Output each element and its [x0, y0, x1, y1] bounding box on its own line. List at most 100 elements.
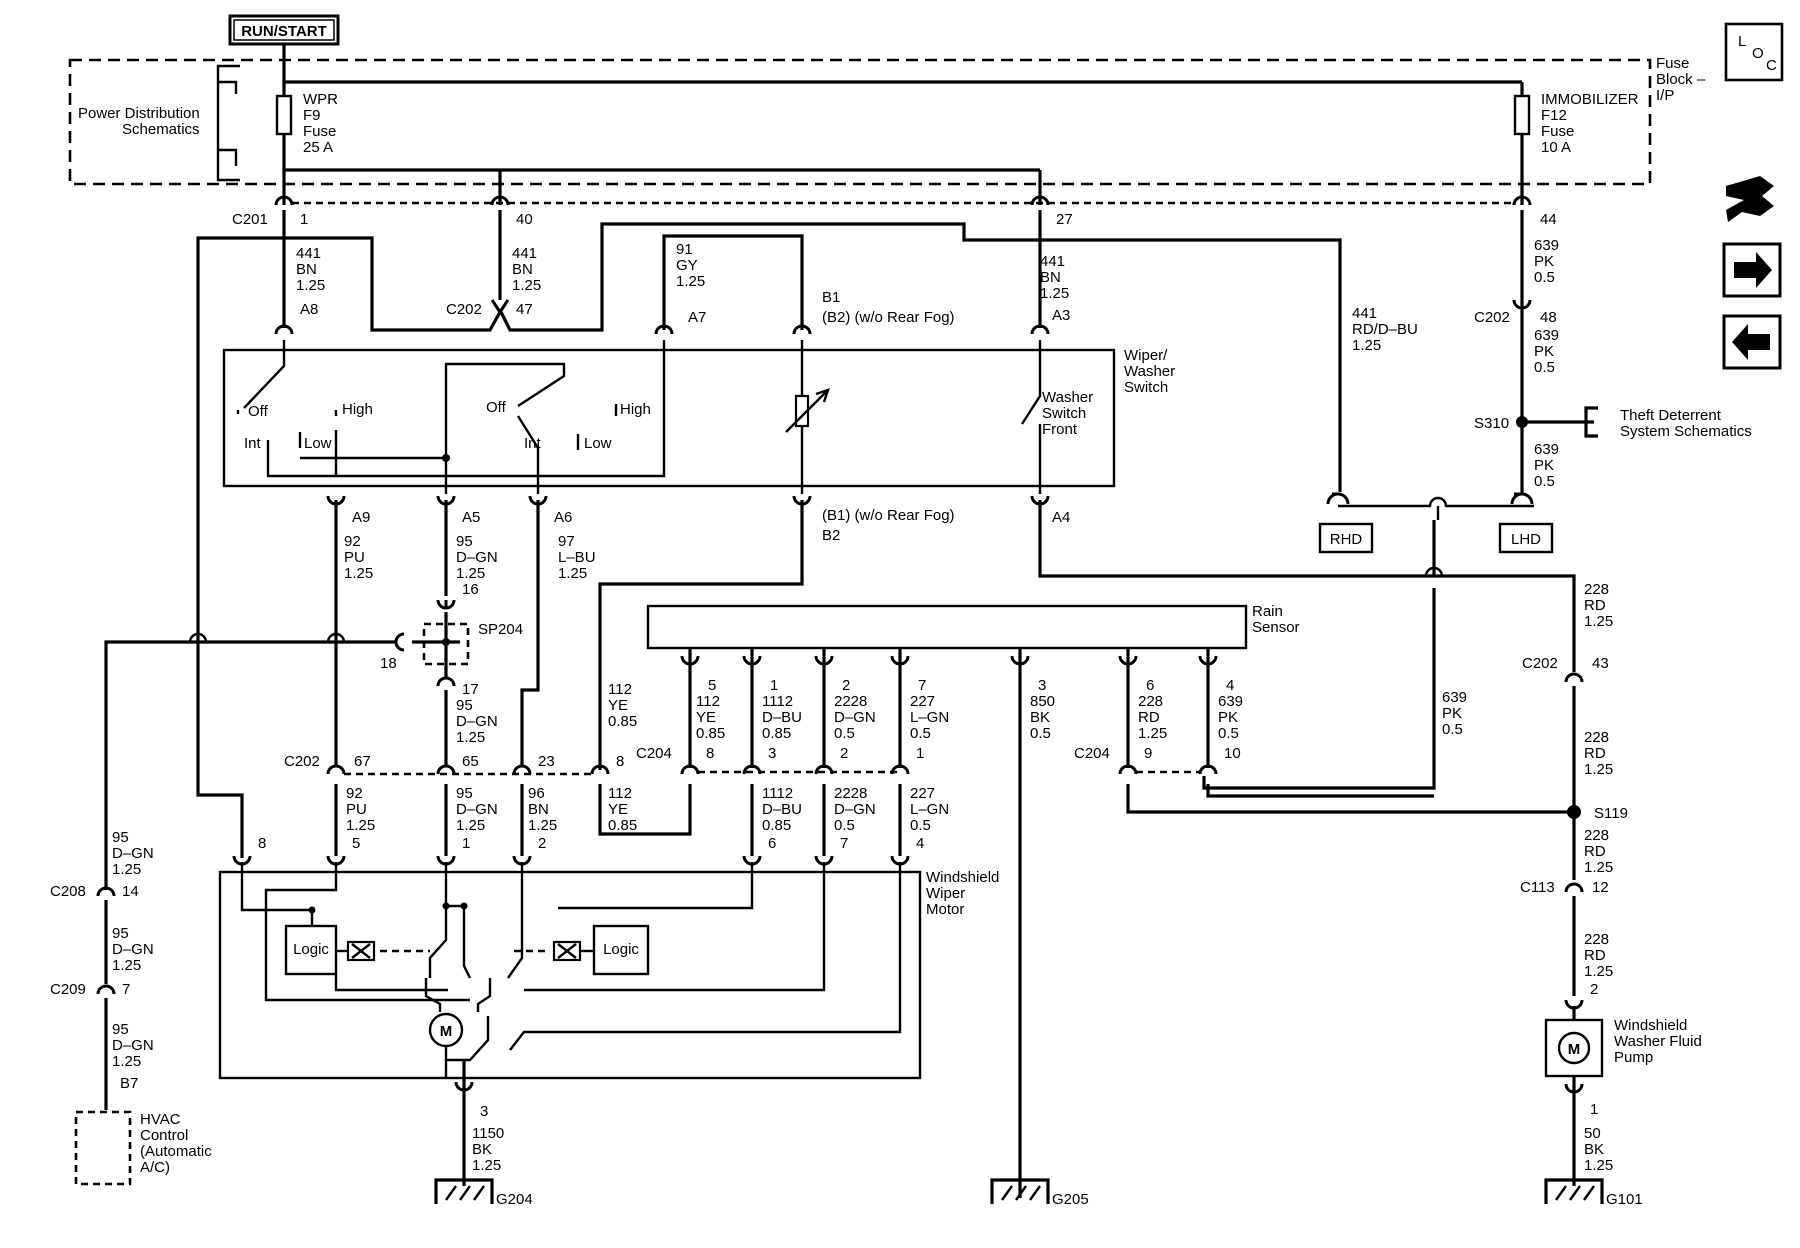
svg-text:1.25: 1.25 — [112, 1053, 141, 1070]
svg-text:Rain: Rain — [1252, 603, 1283, 620]
svg-text:17: 17 — [462, 681, 479, 698]
svg-text:L–GN: L–GN — [910, 709, 949, 726]
svg-text:Block –: Block – — [1656, 71, 1706, 88]
svg-text:4: 4 — [1226, 677, 1234, 694]
svg-text:639: 639 — [1534, 441, 1559, 458]
svg-text:Low: Low — [304, 435, 332, 452]
washer-fluid-pump: M — [1544, 1018, 1604, 1078]
svg-text:YE: YE — [696, 709, 716, 726]
next-page-arrow-icon[interactable] — [1722, 242, 1782, 298]
svg-text:8: 8 — [706, 745, 714, 762]
prev-page-arrow-icon[interactable] — [1722, 314, 1782, 370]
svg-text:1.25: 1.25 — [558, 565, 587, 582]
svg-text:112: 112 — [608, 785, 632, 802]
svg-text:(Automatic: (Automatic — [140, 1143, 212, 1160]
rain-sensor-pins — [680, 648, 1218, 1198]
svg-text:Wiper/: Wiper/ — [1124, 347, 1168, 364]
svg-text:Windshield: Windshield — [1614, 1017, 1687, 1034]
svg-text:6: 6 — [768, 835, 776, 852]
svg-text:1: 1 — [916, 745, 924, 762]
svg-text:PK: PK — [1442, 705, 1462, 722]
svg-text:Logic: Logic — [603, 941, 639, 958]
fuse-block-outline — [68, 58, 1652, 186]
svg-text:Wiper: Wiper — [926, 885, 965, 902]
svg-text:0.5: 0.5 — [910, 817, 931, 834]
svg-text:2228: 2228 — [834, 785, 867, 802]
svg-text:10: 10 — [1224, 745, 1241, 762]
run-start-label: RUN/START — [228, 14, 340, 46]
svg-text:0.85: 0.85 — [762, 817, 791, 834]
svg-text:16: 16 — [462, 581, 479, 598]
svg-text:228: 228 — [1584, 827, 1609, 844]
svg-text:0.85: 0.85 — [608, 713, 637, 730]
svg-text:A9: A9 — [352, 509, 370, 526]
svg-text:B1: B1 — [822, 289, 840, 306]
svg-text:1.25: 1.25 — [1584, 963, 1613, 980]
pds-link[interactable]: Power Distribution — [78, 105, 200, 122]
svg-text:C: C — [1766, 57, 1777, 74]
svg-text:Front: Front — [1042, 421, 1078, 438]
svg-text:D–GN: D–GN — [112, 941, 154, 958]
svg-text:850: 850 — [1030, 693, 1055, 710]
svg-text:Fuse: Fuse — [1656, 55, 1689, 72]
svg-text:(B1) (w/o Rear Fog): (B1) (w/o Rear Fog) — [822, 507, 955, 524]
sp204-splice-pack — [412, 612, 470, 678]
connector-end-view-icon[interactable] — [1726, 176, 1774, 222]
svg-text:D–GN: D–GN — [112, 845, 154, 862]
svg-text:23: 23 — [538, 753, 555, 770]
svg-text:SP204: SP204 — [478, 621, 523, 638]
svg-text:Switch: Switch — [1124, 379, 1168, 396]
svg-text:95: 95 — [456, 533, 473, 550]
svg-text:BN: BN — [512, 261, 533, 278]
svg-text:5: 5 — [708, 677, 716, 694]
svg-text:40: 40 — [516, 211, 533, 228]
svg-text:YE: YE — [608, 801, 628, 818]
svg-text:4: 4 — [916, 835, 924, 852]
svg-text:O: O — [1752, 45, 1764, 62]
svg-text:Switch: Switch — [1042, 405, 1086, 422]
svg-text:GY: GY — [676, 257, 698, 274]
svg-text:M: M — [1568, 1041, 1581, 1058]
svg-text:65: 65 — [462, 753, 479, 770]
svg-text:D–BU: D–BU — [762, 709, 802, 726]
svg-text:639: 639 — [1442, 689, 1467, 706]
wiper-washer-switch — [222, 348, 1116, 488]
svg-text:Schematics: Schematics — [122, 121, 200, 138]
svg-text:C201: C201 — [232, 211, 268, 228]
svg-text:C202: C202 — [284, 753, 320, 770]
svg-text:PK: PK — [1218, 709, 1238, 726]
svg-text:PK: PK — [1534, 343, 1554, 360]
svg-text:228: 228 — [1584, 729, 1609, 746]
svg-text:95: 95 — [456, 697, 473, 714]
svg-text:RD: RD — [1584, 597, 1606, 614]
svg-text:2: 2 — [842, 677, 850, 694]
svg-text:BN: BN — [528, 801, 549, 818]
svg-text:F9: F9 — [303, 107, 321, 124]
svg-text:3: 3 — [1038, 677, 1046, 694]
svg-text:D–GN: D–GN — [456, 713, 498, 730]
svg-text:RUN/START: RUN/START — [241, 23, 327, 40]
loc-icon[interactable]: L O C — [1724, 22, 1784, 82]
svg-text:1.25: 1.25 — [472, 1157, 501, 1174]
svg-text:1.25: 1.25 — [1040, 285, 1069, 302]
svg-text:C113: C113 — [1520, 879, 1555, 896]
svg-text:C209: C209 — [50, 981, 86, 998]
svg-text:1.25: 1.25 — [346, 817, 375, 834]
svg-text:BK: BK — [1030, 709, 1050, 726]
svg-text:97: 97 — [558, 533, 575, 550]
svg-text:IMMOBILIZER: IMMOBILIZER — [1541, 91, 1639, 108]
svg-text:D–GN: D–GN — [834, 801, 876, 818]
rhd-label: RHD — [1318, 522, 1374, 554]
svg-text:Washer Fluid: Washer Fluid — [1614, 1033, 1702, 1050]
svg-text:112: 112 — [608, 681, 632, 698]
svg-text:1.25: 1.25 — [344, 565, 373, 582]
svg-text:95: 95 — [112, 1021, 129, 1038]
svg-text:8: 8 — [258, 835, 266, 852]
svg-text:14: 14 — [122, 883, 139, 900]
theft-deterrent-link[interactable]: Theft Deterrent — [1620, 407, 1722, 424]
svg-text:0.5: 0.5 — [1442, 721, 1463, 738]
svg-text:Pump: Pump — [1614, 1049, 1653, 1066]
svg-text:F12: F12 — [1541, 107, 1567, 124]
svg-text:95: 95 — [112, 829, 129, 846]
hvac-control-link[interactable]: HVAC — [140, 1111, 181, 1128]
